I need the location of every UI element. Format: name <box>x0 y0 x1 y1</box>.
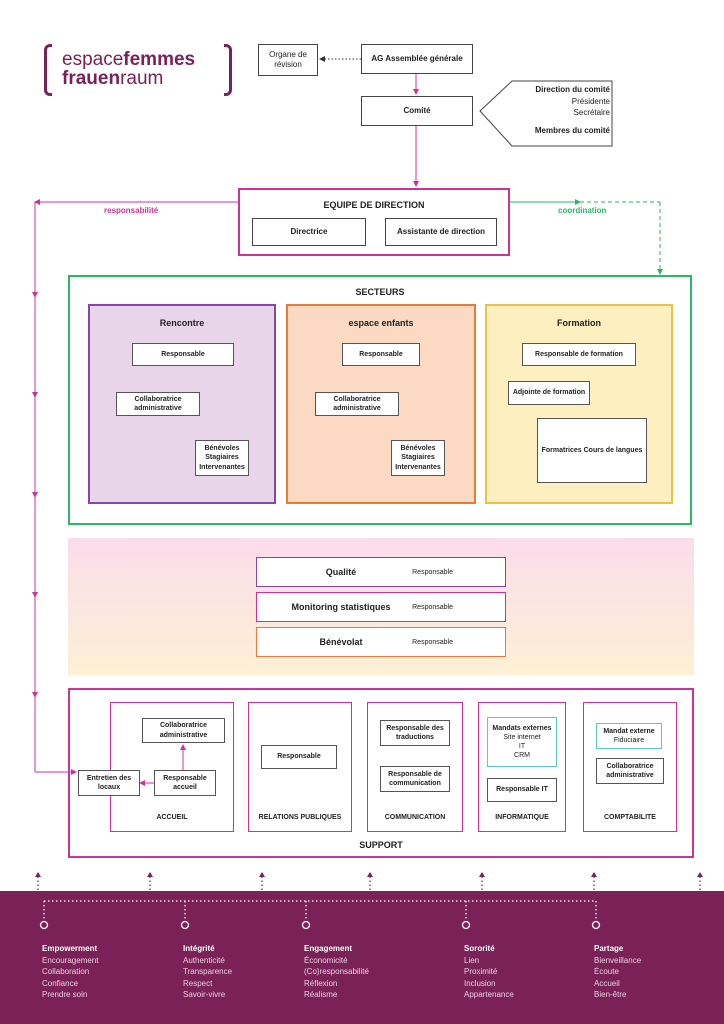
info-m2: IT <box>518 743 526 750</box>
responsabilite-label: responsabilité <box>104 206 159 215</box>
info-m3: CRM <box>514 752 530 760</box>
compta-collab: Collaboratrice administrative <box>596 758 664 784</box>
support-container: SUPPORT <box>68 688 694 858</box>
accueil-caption: ACCUEIL <box>156 814 188 821</box>
comm-trad: Responsable des traductions <box>380 720 450 746</box>
accueil-resp: Responsable accueil <box>154 770 216 796</box>
formation-formatrices: Formatrices Cours de langues <box>537 418 647 483</box>
logo-bracket-right <box>224 44 232 96</box>
logo-bracket-left <box>44 44 52 96</box>
logo-line1: espacefemmes <box>62 49 196 70</box>
sector-rencontre-title: Rencontre <box>159 318 205 328</box>
info-m1: Site internet <box>503 733 541 741</box>
organe-de-revision-box: Organe de révision <box>258 44 318 76</box>
relations-resp: Responsable <box>261 745 337 769</box>
values-connector <box>39 900 601 930</box>
logo-line2: frauenraum <box>62 68 164 89</box>
support-title: SUPPORT <box>359 840 403 850</box>
relations-caption: RELATIONS PUBLIQUES <box>258 814 342 821</box>
support-communication: COMMUNICATION <box>367 702 463 832</box>
presidente: Présidente <box>571 96 610 106</box>
communication-caption: COMMUNICATION <box>384 814 446 821</box>
comm-resp: Responsable de communication <box>380 766 450 792</box>
rencontre-collab: Collaboratrice administrative <box>116 392 200 416</box>
benevolat-title: Bénévolat <box>319 637 363 647</box>
monitoring-title: Monitoring statistiques <box>291 602 391 612</box>
info-mandats: Mandats externes Site internet IT CRM <box>487 717 557 767</box>
accueil-collab: Collaboratrice administrative <box>142 718 225 743</box>
compta-mandat-title: Mandat externe <box>603 727 655 735</box>
enfants-responsable: Responsable <box>342 343 420 366</box>
formation-adjointe: Adjointe de formation <box>508 381 590 405</box>
compta-mandat: Mandat externe Fiduciaire <box>596 723 662 749</box>
assistante-box: Assistante de direction <box>385 218 497 246</box>
directrice-box: Directrice <box>252 218 366 246</box>
rencontre-benevoles: Bénévoles Stagiaires Intervenantes <box>195 440 249 476</box>
enfants-benevoles: Bénévoles Stagiaires Intervenantes <box>391 440 445 476</box>
support-accueil: ACCUEIL <box>110 702 234 832</box>
secteurs-title: SECTEURS <box>355 287 405 297</box>
informatique-caption: INFORMATIQUE <box>495 814 549 821</box>
coordination-label: coordination <box>558 206 607 215</box>
entretien-locaux: Entretien des locaux <box>78 770 140 796</box>
value-engagement: Engagement Économicité(Co)responsabilité… <box>304 944 369 1000</box>
comite-box: Comité <box>361 96 473 126</box>
formation-responsable: Responsable de formation <box>522 343 636 366</box>
membres-du-comite: Membres du comité <box>534 125 610 135</box>
support-comptabilite: COMPTABILITE <box>583 702 677 832</box>
secretaire: Secrétaire <box>573 108 610 118</box>
sector-formation-title: Formation <box>557 318 601 328</box>
comptabilite-caption: COMPTABILITE <box>604 814 656 821</box>
rencontre-responsable: Responsable <box>132 343 234 366</box>
benevolat-resp: Responsable <box>412 639 453 646</box>
support-relations: RELATIONS PUBLIQUES <box>248 702 352 832</box>
benevolat-bar: Bénévolat Responsable <box>256 627 506 657</box>
sector-enfants-title: espace enfants <box>348 318 414 328</box>
direction-du-comite: Direction du comité <box>535 85 610 94</box>
secteurs-container: SECTEURS <box>68 275 692 525</box>
monitoring-bar: Monitoring statistiques Responsable <box>256 592 506 622</box>
info-mandats-title: Mandats externes <box>492 724 552 732</box>
enfants-collab: Collaboratrice administrative <box>315 392 399 416</box>
qualite-bar: Qualité Responsable <box>256 557 506 587</box>
qualite-title: Qualité <box>325 567 357 577</box>
monitoring-resp: Responsable <box>412 604 453 611</box>
logo: espacefemmes frauenraum <box>44 44 234 96</box>
ag-box: AG Assemblée générale <box>361 44 473 74</box>
support-informatique: INFORMATIQUE <box>478 702 566 832</box>
committee-detail: Direction du comité Présidente Secrétair… <box>512 84 610 136</box>
equipe-de-direction-title: EQUIPE DE DIRECTION <box>323 200 425 210</box>
compta-fid: Fiduciaire <box>613 737 645 744</box>
qualite-resp: Responsable <box>412 569 453 576</box>
info-resp: Responsable IT <box>487 778 557 802</box>
